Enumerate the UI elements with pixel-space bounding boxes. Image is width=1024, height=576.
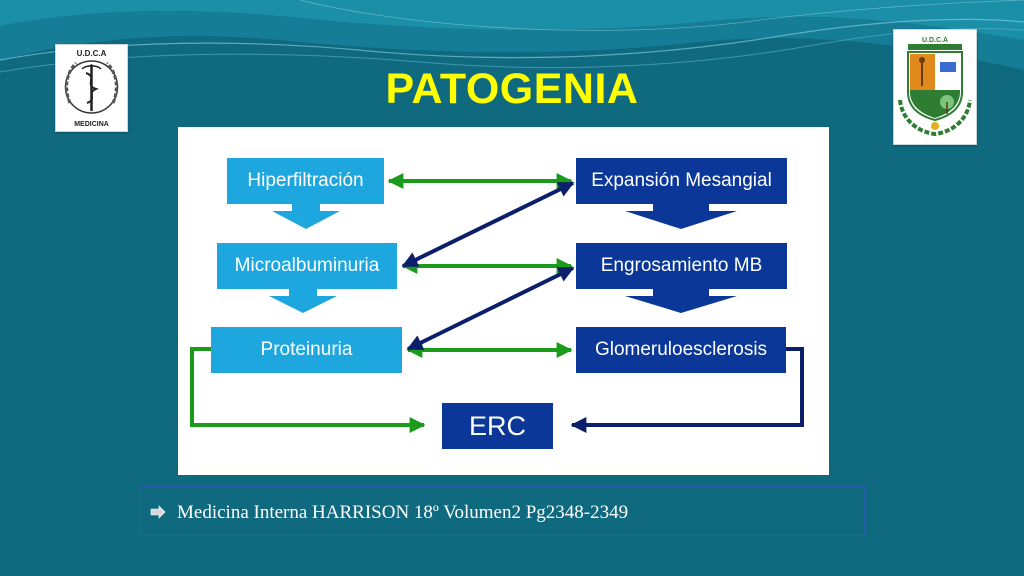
arrow-engros-prot — [406, 266, 575, 351]
reference-box: Medicina Interna HARRISON 18º Volumen2 P… — [139, 486, 865, 536]
node-erc: ERC — [442, 403, 553, 449]
logo-right-top-text: U.D.C.A — [922, 37, 948, 44]
node-glomeruloesclerosis: Glomeruloesclerosis — [576, 327, 786, 373]
bullet-arrow-icon — [150, 505, 166, 519]
udca-university-logo: U.D.C.A — [893, 29, 977, 145]
down-arrow-micro-prot — [269, 288, 337, 313]
node-expansion-mesangial: Expansión Mesangial — [576, 158, 787, 204]
node-engrosamiento-mb: Engrosamiento MB — [576, 243, 787, 289]
pathogenesis-diagram: Hiperfiltración Microalbuminuria Protein… — [178, 127, 829, 475]
arrow-prot-erc — [190, 347, 426, 433]
down-arrow-hiper-micro — [272, 203, 340, 229]
arrow-expansion-micro — [401, 181, 575, 268]
down-arrow-exp-eng — [625, 203, 737, 229]
node-hiperfiltracion: Hiperfiltración — [227, 158, 384, 204]
logo-left-bottom-text: MEDICINA — [74, 121, 109, 128]
node-microalbuminuria: Microalbuminuria — [217, 243, 397, 289]
arrow-glom-erc — [570, 347, 804, 433]
reference-text: Medicina Interna HARRISON 18º Volumen2 P… — [177, 502, 629, 523]
logo-left-top-text: U.D.C.A — [77, 49, 107, 58]
udca-medicina-logo: U.D.C.A MEDICINA — [55, 44, 128, 132]
node-proteinuria: Proteinuria — [211, 327, 402, 373]
slide-title: PATOGENIA — [385, 65, 639, 113]
down-arrow-eng-glom — [625, 288, 737, 313]
diagram-connectors — [190, 173, 804, 433]
